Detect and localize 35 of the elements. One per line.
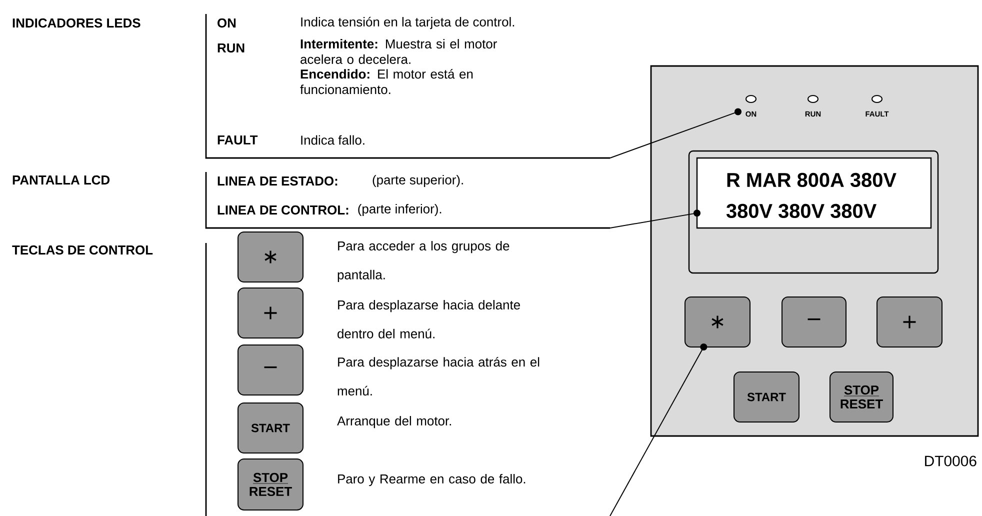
key: ∗ [238,232,304,282]
item-name: ON [218,18,236,28]
description-text: Encendido: El motor está en funcionamiento. [300,69,473,94]
key: − [238,344,304,396]
item-name: RUN [218,43,244,52]
leader-line [610,108,742,158]
display-frame [688,150,939,274]
key: STOP RESET [830,372,894,422]
description-text: Para desplazarse hacia delante dentro del menú. [338,300,520,338]
section-heading: INDICADORES LEDS [12,18,140,28]
leader-line [610,210,700,228]
item-name: LINEA DE CONTROL: [218,205,348,215]
leader-line [610,344,708,516]
item-name: FAULT [218,135,258,144]
key: STOP RESET [238,458,304,510]
description-text: Arranque del motor. [337,416,451,428]
key: ∗ [684,296,750,348]
description-text: Indica tensión en la tarjeta de control. [301,16,514,30]
figure-code: DT0006 [925,456,976,466]
item-name: LINEA DE ESTADO: [218,176,338,186]
description-text: (parte inferior). [358,204,442,216]
key: + [238,288,304,338]
description-text: Indica fallo. [301,135,364,145]
lcd-screen: R MAR 800A 380V 380V 380V 380V [696,157,932,229]
key: START [238,402,304,454]
description-text: Intermitente: Muestra si el motor acelera o decelera. [300,39,497,64]
description-text: Paro y Rearme en caso de fallo. [338,474,526,486]
description-text: (parte superior). [372,174,463,188]
key: + [876,296,942,348]
section-heading: PANTALLA LCD [12,175,110,185]
description-text: Para acceder a los grupos de pantalla. [338,241,510,282]
key: START [734,372,800,422]
key: − [782,296,846,348]
description-text: Para desplazarse hacia atrás en el menú. [338,357,540,396]
section-heading: TECLAS DE CONTROL [12,245,153,255]
